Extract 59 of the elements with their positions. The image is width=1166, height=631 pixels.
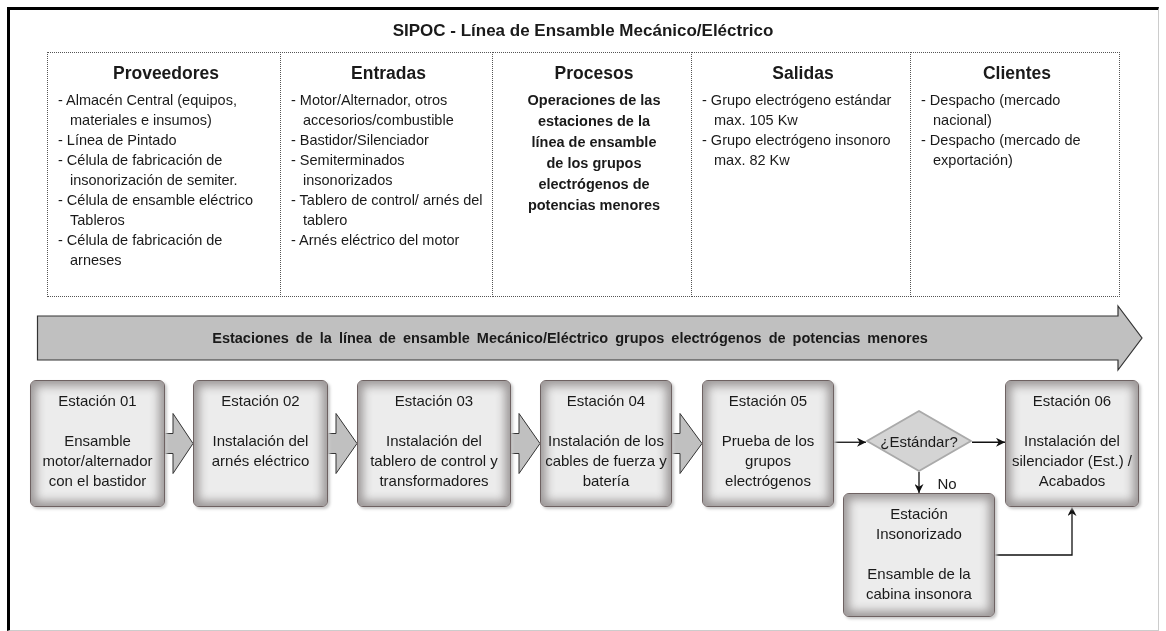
list-item: - Célula de fabricación de arneses [58,231,224,270]
station-box [843,493,995,617]
list-item: - Despacho (mercado nacional) [921,91,1062,130]
arrow [833,437,867,447]
list-item: - Grupo electrógeno estándar max. 105 Kw [702,91,893,130]
sipoc-column [492,52,692,297]
sipoc-column [280,52,493,297]
station-box [540,380,672,507]
station-box [357,380,511,507]
block-arrow [510,413,541,474]
column-heading: Entradas [350,63,427,84]
station-description: Instalación del tablero de control y transformadores [369,431,499,491]
station-title: Estación Insonorizado [875,504,963,544]
column-heading: Proveedores [112,63,220,84]
list-item: - Almacén Central (equipos, materiales e insumos) [58,91,238,130]
column-heading: Salidas [771,63,835,84]
diagram-title: SIPOC - Línea de Ensamble Mecánico/Eléctrico [391,21,775,41]
list-item: - Célula de fabricación de insonorización de semiter. [58,151,239,190]
station-box [702,380,834,507]
list-item: - Célula de ensamble eléctrico Tableros [58,191,255,230]
stage-arrow-band [37,305,1143,371]
list-item: - Bastidor/Silenciador [291,131,430,150]
station-box [30,380,165,507]
block-arrow [671,413,703,474]
decision-diamond [866,410,972,472]
arrow [914,471,924,494]
list-item: - Arnés eléctrico del motor [291,231,461,250]
arrow [994,506,1077,556]
block-arrow [327,413,358,474]
station-description: Ensamble de la cabina insonora [865,564,973,604]
process-description: Operaciones de las estaciones de la línea de ensamble de los grupos electrógenos de potencias menores [526,91,662,215]
list-item: - Línea de Pintado [58,131,178,150]
station-description: Ensamble motor/alternador con el bastidor [41,431,154,491]
list-item: - Despacho (mercado de exportación) [921,131,1082,170]
station-title: Estación 03 [393,391,475,411]
sipoc-column [691,52,911,297]
column-heading: Clientes [981,63,1053,84]
station-title: Estación 06 [1031,391,1113,411]
station-title: Estación 04 [565,391,647,411]
arrow [971,437,1006,447]
list-item: - Semiterminados insonorizados [291,151,406,190]
list-item: - Motor/Alternador, otros accesorios/combustible [291,91,455,130]
band-label: Estaciones de la línea de ensamble Mecánico/Eléctrico grupos electrógenos de potencias menores [211,329,929,348]
sipoc-column [47,52,281,297]
decision-label: ¿Estándar? [880,432,958,450]
station-title: Estación 01 [57,391,138,411]
station-box [1005,380,1139,507]
station-box [193,380,328,507]
station-description: Prueba de los grupos electrógenos [720,431,816,491]
block-arrow [164,413,194,474]
sipoc-column [910,52,1120,297]
station-title: Estación 05 [727,391,809,411]
station-description: Instalación del silenciador (Est.) / Acabados [1010,431,1133,491]
station-description: Instalación de los cables de fuerza y batería [545,431,667,491]
column-heading: Procesos [553,63,635,84]
list-item: - Tablero de control/ arnés del tablero [291,191,484,230]
list-item: - Grupo electrógeno insonoro max. 82 Kw [702,131,892,170]
station-title: Estación 02 [220,391,301,411]
station-description: Instalación del arnés eléctrico [210,431,311,471]
